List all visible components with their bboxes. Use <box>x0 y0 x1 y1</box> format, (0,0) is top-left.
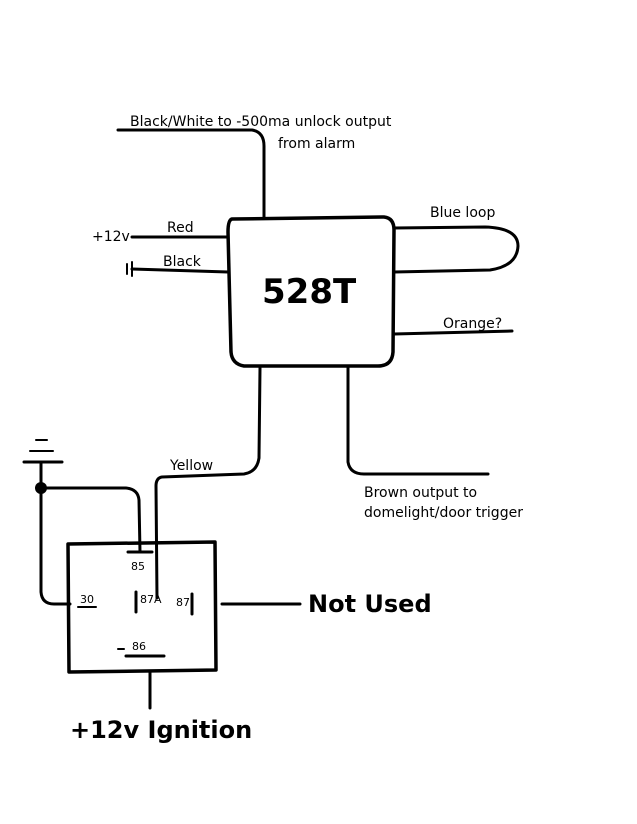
pin-85-label: 85 <box>131 560 145 573</box>
brown-label-line2: domelight/door trigger <box>364 505 523 521</box>
blue-loop-wire <box>392 225 520 274</box>
black-white-wire <box>116 128 266 220</box>
pin-87a-label: 87A <box>140 593 162 606</box>
ground-to-85-wire <box>39 486 142 554</box>
ground-to-30-wire <box>39 486 72 606</box>
module-528t-box <box>226 215 396 368</box>
pin-86-label: 86 <box>132 640 146 653</box>
brown-wire <box>346 364 490 476</box>
black-wire-label: Black <box>163 254 202 270</box>
ground-icon <box>22 439 64 464</box>
orange-wire <box>392 329 514 336</box>
ignition-label: +12v Ignition <box>70 716 252 744</box>
plus12v-label: +12v <box>92 229 130 245</box>
red-wire-label: Red <box>167 220 194 236</box>
yellow-wire <box>154 366 262 600</box>
blue-loop-label: Blue loop <box>430 205 495 221</box>
relay-box <box>66 540 218 674</box>
black-white-label: Black/White to -500ma unlock output <box>130 114 392 130</box>
black-wire <box>130 267 230 274</box>
black-white-label-line2: from alarm <box>278 136 355 152</box>
yellow-label: Yellow <box>169 458 213 474</box>
pin-87-label: 87 <box>176 596 190 609</box>
brown-label: Brown output to <box>364 485 477 501</box>
not-used-label: Not Used <box>308 590 432 618</box>
module-528t-label: 528T <box>262 272 357 312</box>
orange-label: Orange? <box>443 316 502 332</box>
pin-30-label: 30 <box>80 593 94 606</box>
